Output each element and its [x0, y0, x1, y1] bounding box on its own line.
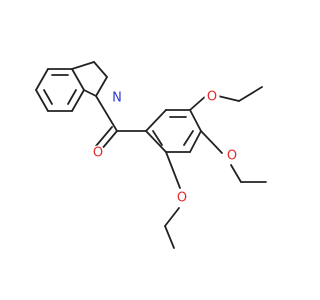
bond-mid-ethoxy-1	[230, 164, 242, 183]
carbonyl-oxygen-label: O	[93, 146, 103, 161]
atom-label-bottom-oxygen: O	[174, 190, 190, 206]
bond-top-ethoxy-2	[238, 86, 263, 102]
atom-label-mid-oxygen: O	[224, 148, 240, 164]
middle-oxygen-label: O	[227, 149, 237, 164]
nitrogen-label: N	[112, 91, 122, 106]
bond-aryl-6	[145, 130, 167, 153]
bond-mid-oxygen	[200, 130, 223, 154]
bond-indoline-benzene-6	[35, 68, 49, 91]
bottom-oxygen-label: O	[177, 191, 187, 206]
bond-carbonyl-double-2	[95, 126, 113, 147]
bond-nitrogen-carbonyl	[95, 95, 118, 132]
bond-indoline-ring-1	[71, 61, 95, 70]
bond-aryl-3	[189, 109, 202, 132]
bond-indoline-ring-2	[93, 61, 108, 78]
bond-bottom-ethoxy-1	[164, 207, 180, 227]
bond-indoline-benzene-3	[71, 89, 85, 112]
bond-bottom-ethoxy-2	[164, 225, 175, 249]
bond-bottom-oxygen	[165, 151, 181, 189]
bond-indoline-ring-4	[83, 89, 97, 97]
molecule-structure: N O O O O	[35, 61, 267, 249]
bond-top-ethoxy-1	[217, 95, 240, 102]
bond-aryl-double-3	[152, 130, 163, 146]
bond-indoline-ring-3	[95, 76, 108, 97]
top-oxygen-label: O	[207, 90, 217, 105]
molecule-canvas: N O O O O	[35, 61, 267, 249]
bond-aryl-double-2	[183, 130, 194, 146]
bond-indoline-benzene-2	[71, 68, 85, 91]
bond-carbonyl-double-1	[100, 130, 118, 151]
bond-indoline-benzene-5	[35, 89, 49, 112]
bond-top-oxygen	[189, 94, 208, 111]
bond-aryl-4	[189, 130, 202, 153]
atom-label-nitrogen: N	[109, 90, 125, 106]
atom-label-carbonyl-oxygen: O	[90, 145, 106, 161]
atom-label-top-oxygen: O	[204, 89, 220, 105]
bond-indoline-double-2	[67, 89, 77, 105]
bond-aryl-1	[145, 109, 167, 132]
bond-indoline-double-3	[43, 89, 53, 105]
